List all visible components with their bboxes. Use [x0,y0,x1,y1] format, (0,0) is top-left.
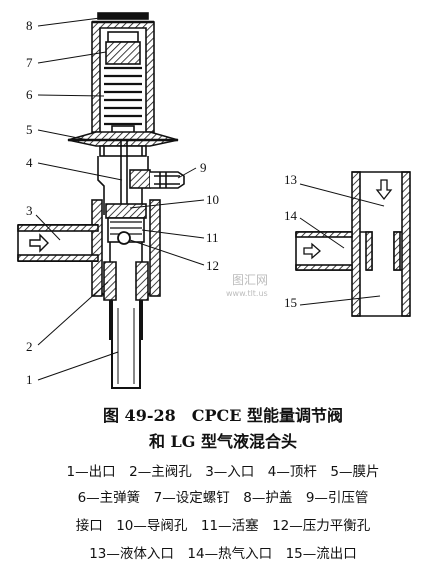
legend-line1: 1—出口 2—主阀孔 3—入口 4—顶杆 5—膜片 [66,464,380,480]
callout-3: 3 [26,203,33,218]
setting-screw-part [105,31,141,65]
callout-8: 8 [26,18,33,33]
pilot-connection-part [129,169,185,189]
leader-lines [35,17,205,381]
callout-11: 11 [206,230,219,245]
watermark-name: 图汇网 [232,273,268,287]
outlet-pipe-part [111,300,141,389]
callout-6: 6 [26,87,33,102]
main-spring-part [104,66,142,126]
cap-part [91,12,155,133]
valve-diagram: 8 7 6 5 4 9 10 3 11 12 2 1 13 14 15 图汇网 … [17,12,411,389]
mixing-head-leader-lines [299,183,385,306]
caption-title-line1: 图 49-28 CPCE 型能量调节阀 [102,406,343,425]
inlet-pipe-part [17,224,99,262]
callout-7: 7 [26,55,33,70]
top-rod-part [120,140,128,215]
callout-9: 9 [200,160,207,175]
callout-1: 1 [26,372,33,387]
lg-mixing-head-drawing [295,171,411,317]
legend-line4: 13—液体入口 14—热气入口 15—流出口 [89,546,357,562]
callout-12: 12 [206,258,219,273]
cpce-valve-drawing [17,12,185,389]
callout-13: 13 [284,172,297,187]
callout-14: 14 [284,208,298,223]
diaphragm-part [67,131,179,157]
watermark-url: www.tlt.us [226,289,268,298]
callout-15: 15 [284,295,297,310]
callout-4: 4 [26,155,33,170]
callout-2: 2 [26,339,33,354]
callout-10: 10 [206,192,219,207]
legend-line3: 接口 10—导阀孔 11—活塞 12—压力平衡孔 [75,518,371,534]
callout-5: 5 [26,122,33,137]
caption-title-line2: 和 LG 型气液混合头 [148,432,298,451]
legend-line2: 6—主弹簧 7—设定螺钉 8—护盖 9—引压管 [77,490,369,506]
